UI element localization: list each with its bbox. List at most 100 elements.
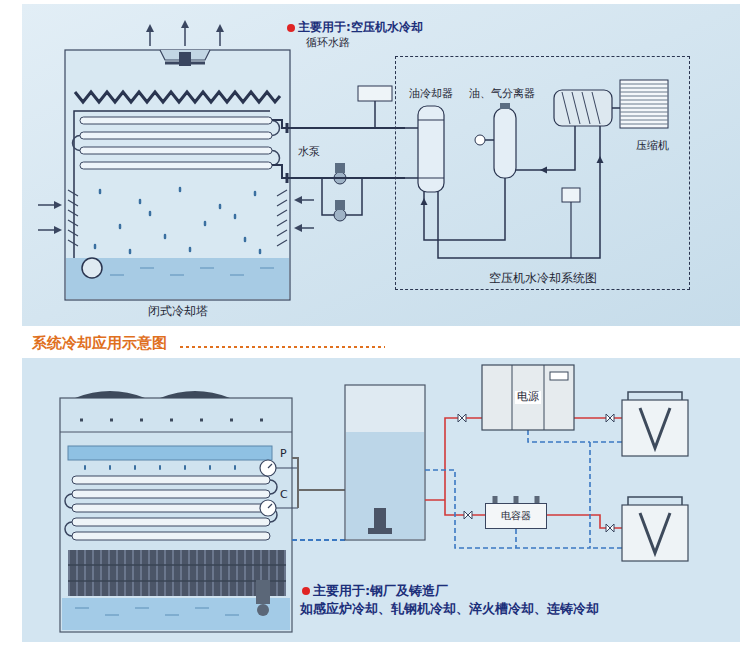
tower-fans	[75, 391, 230, 398]
return-pipes	[425, 430, 622, 548]
pipe-line	[294, 177, 405, 179]
tower-divider	[60, 432, 292, 433]
compressor-stubs	[575, 108, 620, 156]
fan-blade	[165, 62, 205, 65]
gauge-stems	[268, 464, 298, 508]
furnace-frame	[628, 497, 682, 505]
loop-label: 循环水路	[306, 37, 350, 50]
water-basin	[62, 598, 290, 630]
oil-cooler: 油冷却器	[405, 88, 457, 198]
coil-outlets	[272, 120, 294, 178]
coil-tube	[72, 490, 270, 498]
capacitor-box: 电容器	[485, 503, 547, 529]
bullet-dot	[287, 24, 295, 32]
tower-body	[65, 50, 290, 300]
fill-pack	[68, 550, 286, 596]
valves	[458, 414, 614, 532]
pipe-connector	[421, 190, 506, 240]
coil-tube	[80, 117, 272, 124]
air-out-arrowheads	[146, 20, 224, 32]
usage-note: 如感应炉冷却、轧钢机冷却、淬火槽冷却、连铸冷却	[300, 602, 599, 617]
radiator-fins	[620, 84, 668, 124]
screw-lines	[562, 92, 600, 124]
valve-pipe	[570, 202, 571, 258]
usage-note: 主要用于:空压机水冷却	[298, 21, 423, 35]
pressure-gauge	[475, 135, 485, 145]
coil-tube	[80, 147, 272, 154]
return-pipe	[292, 539, 345, 541]
screw-compressor	[554, 90, 612, 126]
gauge-letter: P	[279, 448, 288, 461]
water-pump	[334, 209, 346, 221]
spray-drops	[85, 466, 235, 469]
water-tank	[345, 385, 425, 540]
pipe-connector	[294, 178, 405, 179]
tank-pump	[374, 508, 386, 530]
arrow-head	[597, 156, 604, 163]
coil-tube	[72, 532, 270, 540]
furnace-frame	[628, 392, 682, 400]
closed-cooling-tower: 闭式冷却塔	[62, 40, 294, 322]
bottom-panel	[22, 358, 740, 642]
oil-gas-separator: 油、气分离器	[464, 88, 540, 190]
coil-tube	[72, 504, 270, 512]
coil-tube	[72, 518, 270, 526]
spray-pump	[256, 580, 270, 604]
arrow-head	[540, 167, 547, 174]
coil-tube	[80, 162, 272, 169]
induction-furnace	[622, 400, 688, 456]
cabinet-doors	[512, 365, 544, 430]
expansion-pipe	[374, 101, 376, 128]
part-label: 油、气分离器	[469, 88, 535, 101]
system-frame: 空压机水冷却系统图 油冷却器油、气分离器压缩机	[395, 56, 690, 290]
oil-cooler-stubs	[405, 128, 438, 198]
furnace-crucible	[640, 408, 670, 448]
arrow-head	[421, 198, 428, 205]
radiator	[620, 80, 668, 128]
water-waves	[110, 268, 274, 275]
tower-caption: 闭式冷却塔	[148, 305, 208, 319]
tank-pump-base	[368, 528, 392, 534]
part-label: 电容器	[501, 510, 531, 522]
expansion-tank	[358, 86, 392, 101]
part-label: 压缩机	[636, 140, 669, 153]
tower-body	[60, 398, 292, 632]
water-basin	[66, 258, 289, 299]
tank-water	[346, 432, 424, 539]
title-dash-line	[180, 346, 385, 348]
pump-motor	[335, 163, 345, 173]
separator-cap	[500, 103, 510, 109]
air-in-arrowheads	[54, 196, 302, 234]
spray-pump	[82, 258, 102, 278]
coil-tube	[80, 132, 272, 139]
spray-band	[68, 446, 272, 460]
air-out-arrows	[150, 26, 220, 46]
air-in-arrows	[38, 200, 314, 230]
oil-cooler-shell	[418, 106, 444, 192]
cabinet-meter	[550, 372, 568, 380]
pipe-line	[424, 190, 505, 240]
top-panel	[22, 4, 740, 326]
power-cabinet: 电源	[482, 365, 574, 430]
fan-marks	[80, 419, 263, 422]
pump-motor	[335, 200, 345, 210]
frame-caption: 空压机水冷却系统图	[489, 272, 597, 286]
supply-pipe	[292, 458, 345, 508]
pump-label: 水泵	[298, 146, 320, 159]
water-drops	[95, 188, 260, 253]
fill-pack-stripes	[68, 550, 286, 596]
induction-furnace	[622, 505, 688, 561]
separator-vessel	[494, 108, 516, 178]
thermostatic-valve	[562, 188, 580, 202]
pipe-line	[438, 156, 600, 258]
pipe-flanges	[286, 123, 289, 183]
coil-bends	[65, 480, 277, 536]
drift-eliminator	[75, 92, 280, 102]
air-louvers	[68, 190, 287, 246]
pipe-line	[294, 127, 405, 129]
gauge-letter: C	[279, 489, 289, 502]
pipe-connector	[540, 156, 575, 174]
